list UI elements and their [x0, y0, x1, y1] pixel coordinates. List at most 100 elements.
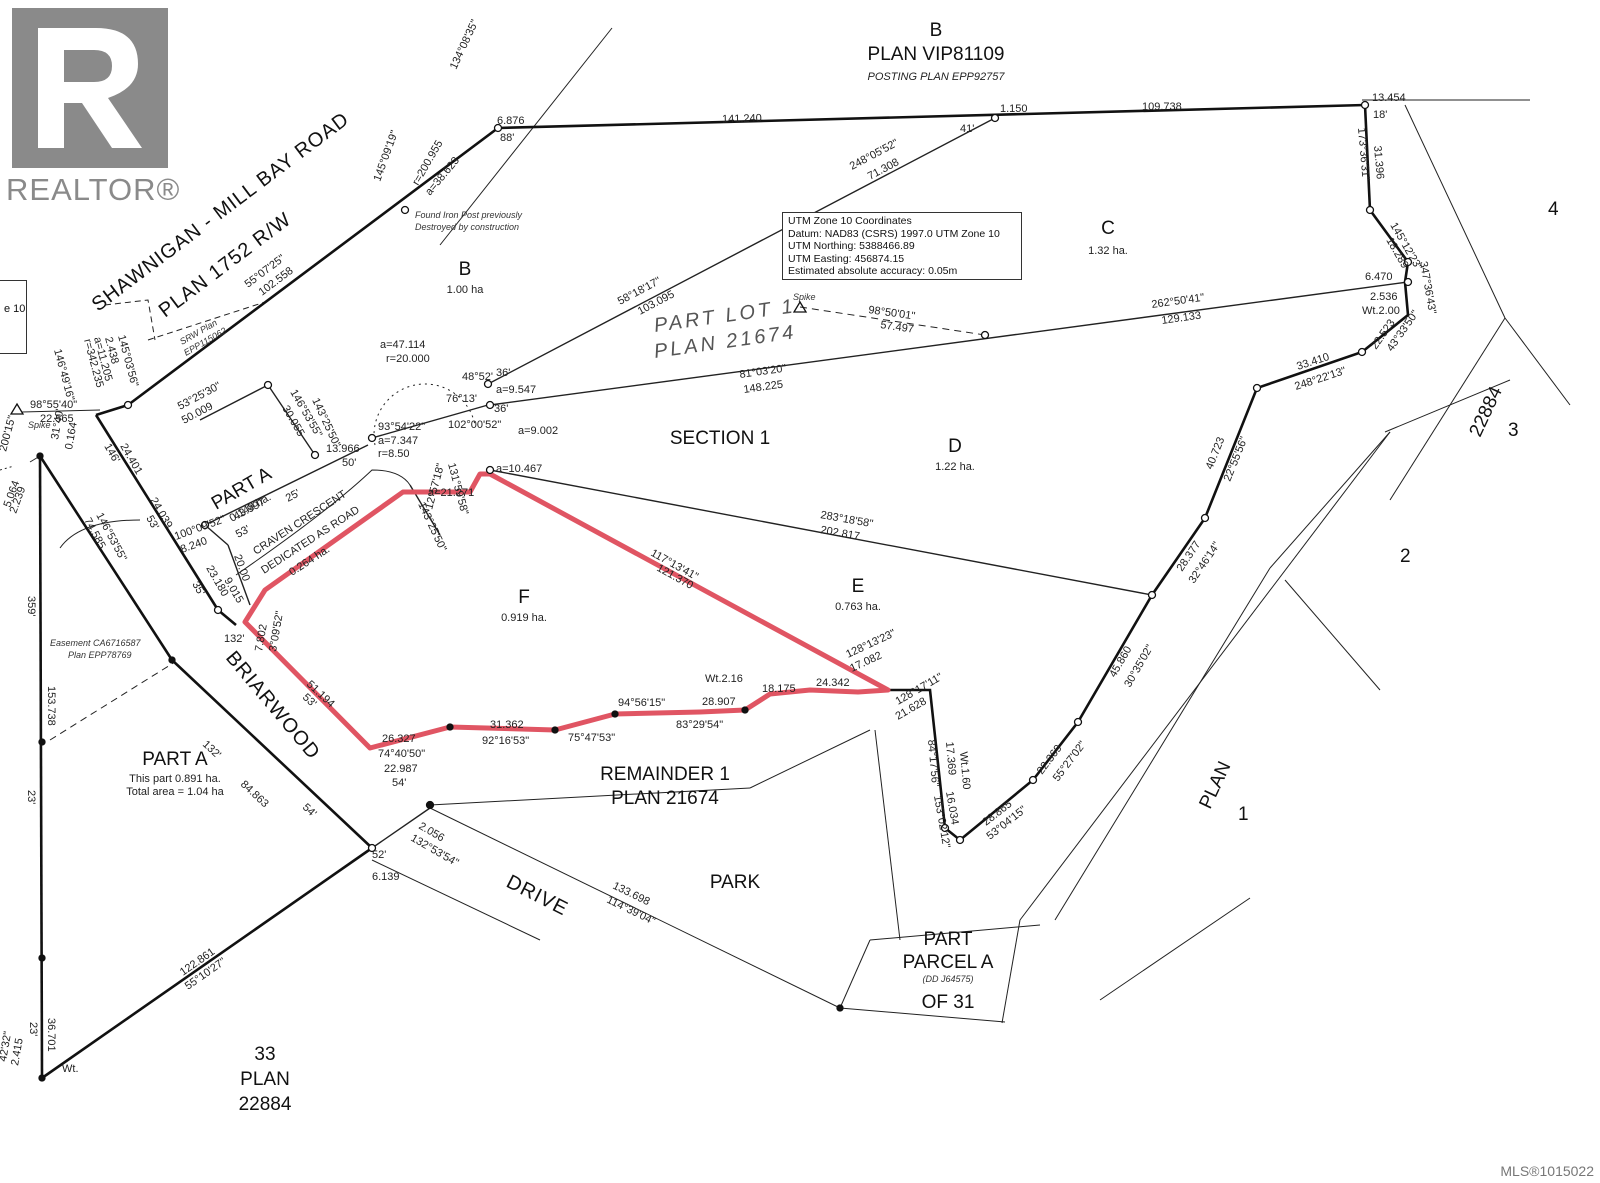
part-a2-area: This part 0.891 ha. — [129, 773, 221, 785]
dim-label: 84.863 — [238, 778, 271, 810]
found-post-label: Found Iron Post previously — [415, 210, 523, 220]
utm-easting: UTM Easting: 456874.15 — [788, 252, 905, 265]
dim-label: 36' — [496, 367, 510, 379]
lot-line — [227, 544, 251, 606]
lot-3-label: 3 — [1508, 420, 1519, 441]
dim-label: 173°36'31" — [1355, 127, 1372, 181]
survey-point — [955, 835, 965, 845]
found-post-label: Destroyed by construction — [415, 222, 519, 232]
dim-label: 74°40'50" — [378, 748, 425, 760]
remainder-plan-label: PLAN 21674 — [611, 788, 719, 809]
lot-line-d-e — [489, 469, 1153, 596]
dim-label: a=7.347 — [378, 435, 418, 447]
spike-label: Spike — [28, 420, 51, 430]
lot-line — [204, 524, 229, 546]
road-edge-line — [371, 859, 541, 941]
road-curve-line — [59, 519, 141, 549]
cul-de-sac-arc — [373, 383, 476, 446]
survey-points — [36, 100, 1413, 1082]
survey-point — [38, 1074, 46, 1082]
dim-label: 48°52' — [462, 371, 493, 383]
lot-lines — [199, 117, 1409, 849]
dim-label: 22.987 — [384, 763, 418, 775]
survey-point — [425, 800, 435, 810]
survey-point — [168, 656, 176, 664]
cropped-info-box: e 10 — [0, 280, 27, 354]
survey-point — [123, 400, 133, 410]
dim-label: a=9.547 — [496, 384, 536, 396]
dim-label: 0.164 — [63, 421, 80, 450]
dim-label: 6.470 — [1365, 271, 1393, 283]
dim-label: Wt.2.00 — [1362, 305, 1400, 317]
dim-label: 93°54'22" — [378, 421, 425, 433]
dim-label: 7.802 — [253, 623, 270, 652]
dim-label: 2.536 — [1370, 291, 1398, 303]
survey-point — [400, 205, 410, 215]
dim-label: 129.133 — [1161, 310, 1202, 327]
survey-point — [1028, 775, 1038, 785]
dim-label: 35' — [189, 580, 207, 598]
dim-label: 262°50'41" — [1151, 292, 1205, 311]
survey-point — [1403, 277, 1413, 287]
dim-label: a=21.271 — [428, 487, 474, 499]
spike-markers — [9, 300, 808, 415]
boundary-line — [0, 465, 15, 471]
lot-b-label: B — [459, 259, 472, 280]
dim-label: 28.907 — [702, 696, 736, 708]
dim-label: 16.034 — [943, 790, 961, 825]
dim-label: 6.139 — [372, 871, 400, 883]
utm-datum: Datum: NAD83 (CSRS) 1997.0 UTM Zone 10 — [788, 227, 1000, 240]
dim-label: 132' — [224, 633, 244, 645]
dim-label: 83°29'54" — [676, 719, 723, 731]
boundary-line — [1384, 379, 1511, 433]
realtor-r-icon — [12, 8, 168, 168]
lot-c-label: C — [1101, 218, 1115, 239]
section-label: SECTION 1 — [670, 428, 770, 449]
lot-e-label: E — [852, 576, 865, 597]
drive-label: DRIVE — [503, 871, 572, 921]
park-label: PARK — [710, 872, 761, 893]
survey-point — [367, 843, 377, 853]
lot-33-plan-number: 22884 — [239, 1094, 292, 1115]
road-curve-line — [235, 469, 411, 576]
boundary-line — [839, 1007, 1006, 1023]
survey-point — [38, 954, 46, 962]
dim-label: 36' — [494, 403, 508, 415]
lot-line — [204, 444, 369, 526]
survey-point — [36, 452, 44, 460]
part-a2-total: Total area = 1.04 ha — [126, 786, 224, 798]
survey-point — [213, 605, 223, 615]
dim-label: 13.966 — [326, 443, 360, 455]
survey-point — [551, 726, 559, 734]
survey-point — [1147, 590, 1157, 600]
dim-label: 52' — [372, 849, 386, 861]
spike-triangle-icon — [9, 402, 25, 415]
srw-line — [104, 299, 156, 341]
dim-label: 31.362 — [490, 719, 524, 731]
dim-label: 24.342 — [816, 677, 850, 689]
area-labels: B PLAN VIP81109 POSTING PLAN EPP92757 SH… — [28, 20, 1559, 1115]
remainder-label: REMAINDER 1 — [600, 764, 730, 785]
parcel-of-label: OF 31 — [922, 992, 975, 1013]
road-boundary — [95, 403, 129, 417]
boundary-line — [1404, 104, 1506, 319]
lot-4-label: 4 — [1548, 199, 1559, 220]
survey-point — [1360, 100, 1370, 110]
part-a2-label: PART A — [142, 749, 208, 770]
mls-number: MLS®1015022 — [1500, 1163, 1594, 1179]
boundary-line — [21, 409, 101, 413]
dim-label: 134°08'35" — [448, 18, 481, 71]
dim-label: 53' — [234, 523, 252, 540]
road-boundary — [127, 126, 499, 407]
dim-label: Wt. — [62, 1063, 79, 1075]
survey-point — [38, 738, 46, 746]
survey-point — [446, 723, 454, 731]
dim-label: 17.369 — [943, 741, 958, 776]
survey-point — [1073, 717, 1083, 727]
lot-b-top-label: B — [930, 20, 943, 41]
utm-title: UTM Zone 10 Coordinates — [788, 215, 912, 227]
dim-label: 26.327 — [382, 733, 416, 745]
road-edge-line — [439, 27, 613, 246]
boundary-line — [874, 729, 901, 941]
dim-label: 94°56'15" — [618, 697, 665, 709]
